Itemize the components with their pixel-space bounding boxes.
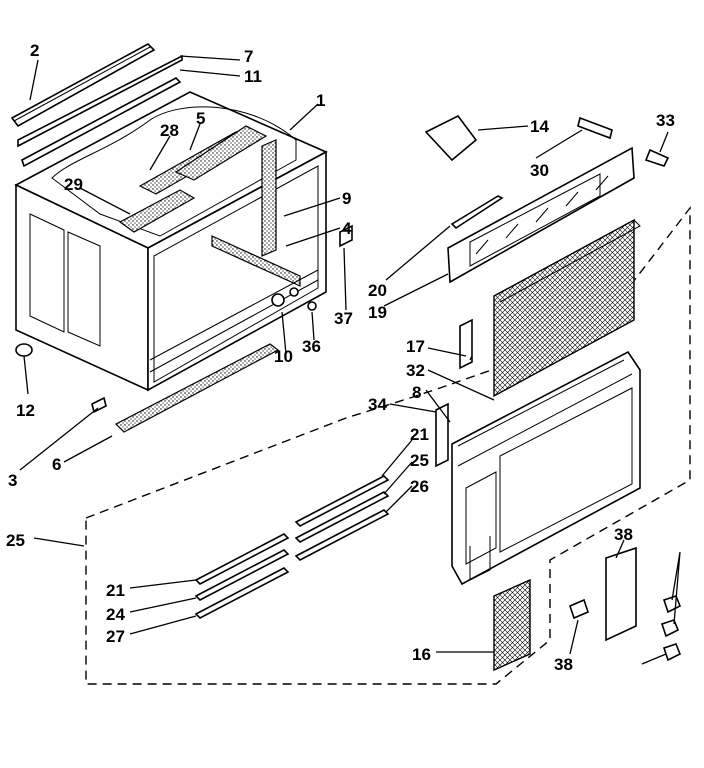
callout-label-5: 5 xyxy=(196,109,205,128)
callout-label-25-lower: 27 xyxy=(106,627,125,646)
callout-label-10: 10 xyxy=(274,347,293,366)
callout-label-24: 25 xyxy=(410,451,429,470)
callout-labels: 2 7 11 1 5 28 29 9 4 37 10 36 12 3 6 14 … xyxy=(6,41,675,674)
callout-label-28: 30 xyxy=(530,161,549,180)
callout-label-37: 38 xyxy=(554,655,573,674)
callout-label-30: 34 xyxy=(368,395,387,414)
upper-right-parts xyxy=(424,114,670,284)
callout-label-12: 12 xyxy=(16,401,35,420)
front-grille xyxy=(451,350,641,586)
callout-label-27: 29 xyxy=(64,175,83,194)
callout-label-16: 16 xyxy=(412,645,431,664)
callout-label-23: 25 xyxy=(6,531,25,550)
callout-label-3: 3 xyxy=(8,471,17,490)
callout-label-36: 38 xyxy=(614,525,633,544)
callout-label-11: 11 xyxy=(244,67,262,86)
callout-label-21-lower: 21 xyxy=(106,581,125,600)
callout-label-7: 7 xyxy=(244,47,253,66)
callout-label-17: 19 xyxy=(368,303,387,322)
callout-label-9: 9 xyxy=(342,189,351,208)
cabinet-housing xyxy=(14,91,328,392)
callout-label-26: 28 xyxy=(160,121,179,140)
bottom-rail xyxy=(114,343,280,433)
callout-label-4: 4 xyxy=(342,219,352,238)
air-filter xyxy=(493,218,641,398)
callout-label-34: 37 xyxy=(334,309,353,328)
callout-label-33: 36 xyxy=(302,337,321,356)
callout-label-21-upper: 21 xyxy=(410,425,429,444)
callout-label-2: 2 xyxy=(30,41,39,60)
dashed-assembly-outline-front xyxy=(85,205,691,685)
callout-label-22: 24 xyxy=(106,605,125,624)
callout-label-19: 17 xyxy=(406,337,425,356)
callout-label-1: 1 xyxy=(316,91,325,110)
callout-label-25-upper: 26 xyxy=(410,477,429,496)
callout-label-14: 14 xyxy=(530,117,549,136)
side-louvers xyxy=(29,213,101,347)
lower-right-parts xyxy=(493,546,682,672)
small-hardware xyxy=(15,224,353,414)
callout-label-29: 32 xyxy=(406,361,425,380)
top-trim-strips xyxy=(10,43,183,168)
window-panels xyxy=(194,475,390,619)
callout-label-32: 33 xyxy=(656,111,675,130)
callout-label-6: 6 xyxy=(52,455,61,474)
callout-leaders xyxy=(19,55,681,665)
callout-label-8: 8 xyxy=(412,383,421,402)
callout-label-20: 20 xyxy=(368,281,387,300)
